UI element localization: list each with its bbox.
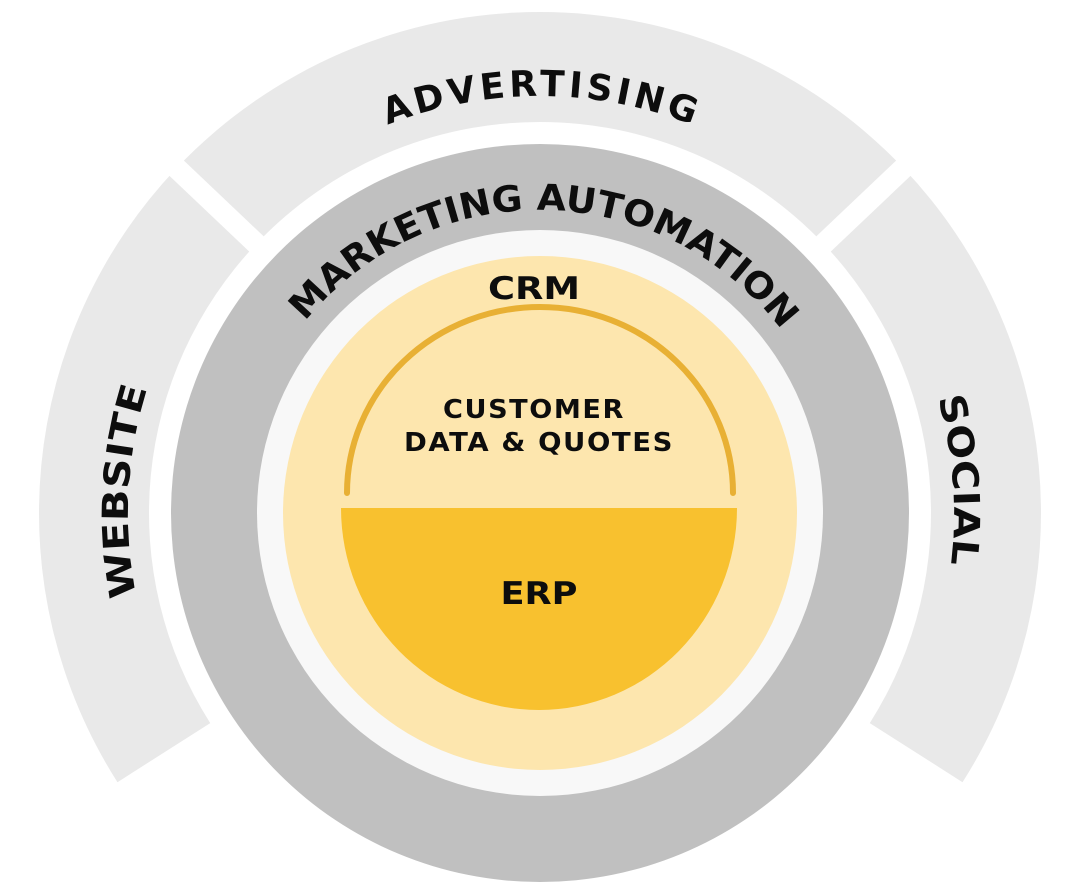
segment-gap-left — [162, 153, 271, 259]
crm-content-line-1: CUSTOMER — [443, 395, 625, 425]
outer-ring — [38, 11, 1042, 783]
website-segment[interactable] — [38, 168, 257, 783]
erp-half-disc[interactable] — [341, 508, 737, 710]
erp-label: ERP — [501, 576, 578, 612]
crm-label: CRM — [488, 271, 580, 307]
social-segment[interactable] — [823, 168, 1042, 783]
segment-gap-right — [809, 153, 918, 259]
crm-content-line-2: DATA & QUOTES — [404, 428, 674, 458]
crm-data-arc — [344, 304, 736, 496]
advertising-segment[interactable] — [176, 11, 904, 244]
